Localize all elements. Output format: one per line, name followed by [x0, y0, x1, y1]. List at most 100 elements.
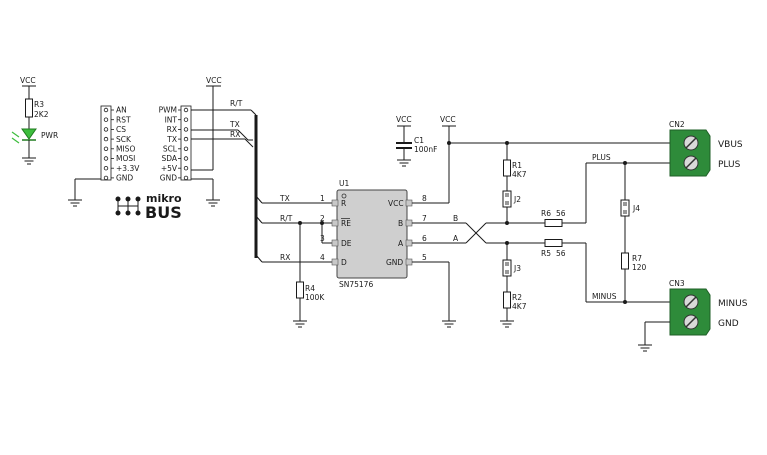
mikrobus-left-pin — [103, 156, 109, 161]
mikrobus-right-label: PWM — [159, 106, 177, 115]
u1-pin8-num: 8 — [422, 194, 427, 203]
r5-value: 56 — [556, 249, 566, 258]
r3-value: 2K2 — [34, 110, 49, 119]
cn3-terminal: CN3 MINUS GND — [638, 279, 748, 352]
u1-left-nets: TX R/T RX 1 2 3 4 — [255, 194, 332, 282]
cn2-pin1-label: VBUS — [718, 140, 743, 150]
mikrobus-right-pin — [183, 175, 189, 181]
u1-right-nets: 8 7 6 5 VCC B A — [412, 115, 670, 328]
net-plus: PLUS — [592, 153, 611, 162]
r2-j3-circuit: J3 R2 4K7 — [500, 243, 527, 328]
net-tx-u1: TX — [279, 194, 290, 203]
mikrobus-left-pin — [103, 107, 109, 113]
vcc-label-led: VCC — [20, 76, 36, 85]
mikrobus-left-label: RST — [116, 115, 131, 124]
mikrobus-left-label: MISO — [116, 145, 135, 154]
cn3-pin2-label: GND — [718, 319, 739, 329]
mikrobus-right-pin — [183, 107, 189, 113]
c1-value: 100nF — [414, 145, 437, 154]
r7-ref: R7 — [632, 254, 642, 263]
r3-ref: R3 — [34, 100, 44, 109]
net-rt-u1: R/T — [280, 214, 293, 223]
net-a: A — [453, 234, 459, 243]
r4-circuit: R4 100K — [293, 281, 325, 328]
mikrobus-right-label: SDA — [161, 154, 177, 163]
r4-resistor — [296, 281, 304, 299]
led-label: PWR — [41, 131, 58, 140]
mikrobus-left-pin — [103, 175, 109, 181]
u1-pin4-num: 4 — [320, 253, 325, 262]
cn2-ref: CN2 — [669, 120, 685, 129]
mikrobus-left-label: CS — [116, 125, 126, 134]
cn2-pin2-label: PLUS — [718, 160, 741, 170]
u1-pin-d: D — [341, 258, 347, 267]
mikrobus-right-label: +5V — [161, 164, 178, 173]
j2-label: J2 — [513, 195, 521, 204]
mikrobus-right-label: INT — [165, 115, 178, 124]
u1-pin-gnd: GND — [386, 258, 403, 267]
u1-pin5-num: 5 — [422, 253, 427, 262]
mikrobus-logo: mikro BUS — [115, 192, 182, 222]
r7-value: 120 — [632, 263, 647, 272]
u1-pin1-num: 1 — [320, 194, 325, 203]
r6-ref: R6 — [541, 209, 551, 218]
u1-pin-de: DE — [341, 239, 352, 248]
series-resistors: R6 56 R5 56 PLUS MINUS — [541, 153, 670, 303]
u1-part: SN75176 — [339, 280, 373, 289]
mikrobus-left-pin — [103, 146, 109, 151]
u1-pin-vcc: VCC — [388, 199, 404, 208]
net-minus: MINUS — [592, 292, 617, 301]
vcc-label-u1: VCC — [440, 115, 456, 124]
r4-ref: R4 — [305, 284, 315, 293]
cn3-pin1-label: MINUS — [718, 299, 748, 309]
mikrobus-logo-bottom: BUS — [145, 203, 182, 222]
mikrobus-right-pin — [183, 136, 189, 142]
mikrobus-right-label: GND — [160, 174, 177, 183]
mikrobus-left-pin — [103, 117, 109, 122]
r1-resistor — [503, 159, 511, 177]
mikrobus-right-label: SCL — [163, 145, 178, 154]
net-rx-mikrobus: RX — [230, 130, 240, 139]
mikrobus-left-label: +3.3V — [116, 164, 140, 173]
net-b: B — [453, 214, 458, 223]
r1-j2-circuit: R1 4K7 J2 — [502, 141, 527, 223]
mikrobus-left-label: AN — [116, 106, 127, 115]
j3-label: J3 — [513, 264, 521, 273]
r1-value: 4K7 — [512, 170, 527, 179]
c1-circuit: VCC C1 100nF — [396, 115, 437, 167]
mikrobus-right-pin — [183, 127, 189, 132]
r5-ref: R5 — [541, 249, 551, 258]
net-rt-mikrobus: R/T — [230, 99, 243, 108]
r2-resistor — [503, 291, 511, 309]
r2-ref: R2 — [512, 293, 522, 302]
mikrobus-left-label: MOSI — [116, 154, 135, 163]
u1-pin-b: B — [398, 219, 403, 228]
cn2-terminal: CN2 VBUS PLUS — [669, 120, 743, 177]
u1-transceiver: U1 R RE DE D VCC B A GND SN75176 — [331, 179, 413, 289]
mikrobus-left-pin — [103, 165, 109, 171]
mikrobus-right-pin — [183, 146, 189, 151]
u1-pin2-num: 2 — [320, 214, 325, 223]
c1-ref: C1 — [414, 136, 424, 145]
r6-resistor — [544, 219, 563, 227]
r4-value: 100K — [305, 293, 325, 302]
vcc-label-c1: VCC — [396, 115, 412, 124]
r3-resistor — [25, 98, 33, 118]
net-rx-u1: RX — [280, 253, 290, 262]
termination-circuit: J4 R7 120 — [620, 161, 647, 304]
mikrobus-left-pin — [103, 136, 109, 142]
pwr-led-icon — [21, 128, 37, 140]
u1-pin7-num: 7 — [422, 214, 427, 223]
mikrobus-right-label: RX — [167, 125, 177, 134]
mikrobus-right-pin — [183, 165, 189, 171]
u1-pin6-num: 6 — [422, 234, 427, 243]
u1-pin-a: A — [398, 239, 404, 248]
r5-resistor — [544, 239, 563, 247]
r1-ref: R1 — [512, 161, 522, 170]
r2-value: 4K7 — [512, 302, 527, 311]
r6-value: 56 — [556, 209, 566, 218]
u1-pin-re: RE — [341, 219, 351, 228]
